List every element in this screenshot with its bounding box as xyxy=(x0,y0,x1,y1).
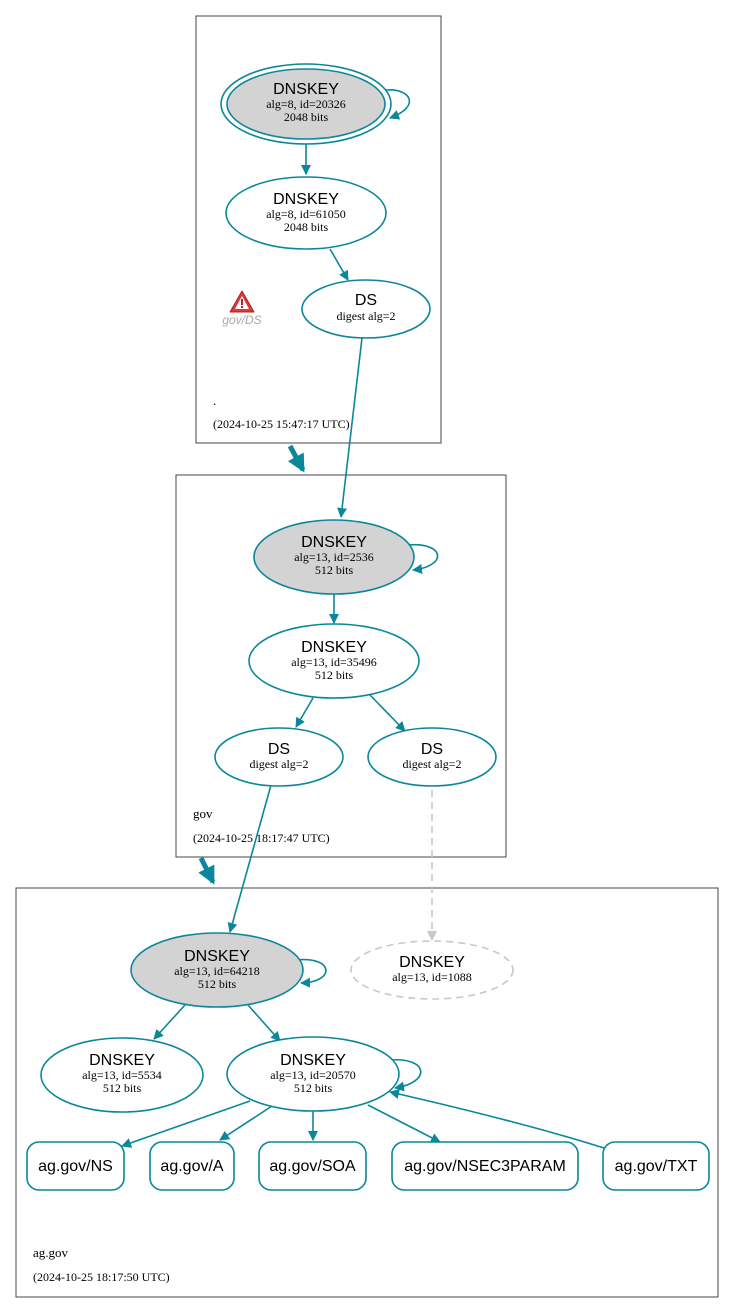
rrset-txt-label: ag.gov/TXT xyxy=(615,1158,698,1175)
gov-ds-a-line1: digest alg=2 xyxy=(249,757,308,771)
root-zsk-node[interactable]: DNSKEY alg=8, id=61050 2048 bits xyxy=(225,176,387,250)
edges xyxy=(121,89,605,1149)
gov-ksk-line2: 512 bits xyxy=(315,563,354,577)
gov-ds-b-title: DS xyxy=(421,741,443,758)
root-warning[interactable]: gov/DS xyxy=(222,290,262,327)
rrset-ns[interactable]: ag.gov/NS xyxy=(26,1141,125,1191)
rrset-a[interactable]: ag.gov/A xyxy=(149,1141,235,1191)
ag-zsk-line2: 512 bits xyxy=(294,1081,333,1095)
zone-gov-name: gov xyxy=(193,806,213,821)
rrset-nsec3param-label: ag.gov/NSEC3PARAM xyxy=(404,1158,566,1175)
gov-ds-node-a[interactable]: DS digest alg=2 xyxy=(214,727,344,787)
rrset-ns-label: ag.gov/NS xyxy=(38,1158,113,1175)
rrset-a-label: ag.gov/A xyxy=(160,1158,223,1175)
ag-key-5534-node[interactable]: DNSKEY alg=13, id=5534 512 bits xyxy=(40,1037,204,1113)
zone-gov: gov (2024-10-25 18:17:47 UTC) xyxy=(175,474,507,858)
edge-gov-ds-a-ag-ksk xyxy=(227,784,272,933)
ag-ksk-line2: 512 bits xyxy=(198,977,237,991)
warning-icon xyxy=(229,290,255,313)
gov-ds-b-line1: digest alg=2 xyxy=(402,757,461,771)
ag-missing-line1: alg=13, id=1088 xyxy=(392,970,472,984)
ag-missing-key-node[interactable]: DNSKEY alg=13, id=1088 xyxy=(350,940,514,1000)
gov-zsk-title: DNSKEY xyxy=(301,639,367,656)
ag-ksk-node[interactable]: DNSKEY alg=13, id=64218 512 bits xyxy=(130,932,304,1008)
root-ksk-line1: alg=8, id=20326 xyxy=(266,97,346,111)
delegation-arrow-gov-ag xyxy=(198,856,216,885)
root-warning-label: gov/DS xyxy=(222,313,261,327)
edge-ag-ksk-zsk xyxy=(247,1004,281,1042)
zone-ag-gov-border xyxy=(15,887,719,1298)
zone-ag-gov: ag.gov (2024-10-25 18:17:50 UTC) xyxy=(15,887,719,1298)
rrset-soa-label: ag.gov/SOA xyxy=(269,1158,356,1175)
root-ds-line1: digest alg=2 xyxy=(336,309,395,323)
ag-missing-title: DNSKEY xyxy=(399,954,465,971)
gov-ksk-line1: alg=13, id=2536 xyxy=(294,550,374,564)
ag-zsk-node[interactable]: DNSKEY alg=13, id=20570 512 bits xyxy=(226,1036,400,1112)
zone-ag-gov-timestamp: (2024-10-25 18:17:50 UTC) xyxy=(33,1270,170,1284)
gov-ds-node-b[interactable]: DS digest alg=2 xyxy=(367,727,497,787)
zone-gov-border xyxy=(175,474,507,858)
zone-ag-gov-name: ag.gov xyxy=(33,1245,69,1260)
root-ksk-node[interactable]: DNSKEY alg=8, id=20326 2048 bits xyxy=(220,63,392,145)
zone-root: . (2024-10-25 15:47:17 UTC) xyxy=(195,15,442,444)
edge-gov-zsk-ds-a xyxy=(295,697,314,728)
edge-gov-ksk-self xyxy=(407,544,439,574)
edge-ag-zsk-self xyxy=(389,1059,422,1092)
ag-ksk-title: DNSKEY xyxy=(184,948,250,965)
gov-zsk-node[interactable]: DNSKEY alg=13, id=35496 512 bits xyxy=(248,623,420,699)
ag-zsk-line1: alg=13, id=20570 xyxy=(270,1068,356,1082)
root-zsk-line1: alg=8, id=61050 xyxy=(266,207,346,221)
gov-ksk-node[interactable]: DNSKEY alg=13, id=2536 512 bits xyxy=(253,519,415,595)
root-ksk-line2: 2048 bits xyxy=(284,110,329,124)
root-ds-node[interactable]: DS digest alg=2 xyxy=(301,279,431,339)
root-ds-title: DS xyxy=(355,292,377,309)
edge-root-ds-gov-ksk xyxy=(337,337,363,518)
edge-ag-ksk-self xyxy=(295,958,327,988)
ag-zsk-title: DNSKEY xyxy=(280,1052,346,1069)
edge-ag-zsk-a xyxy=(219,1105,273,1141)
rrset-soa[interactable]: ag.gov/SOA xyxy=(258,1141,367,1191)
delegation-arrow-root-gov xyxy=(287,444,306,473)
ag-key-5534-title: DNSKEY xyxy=(89,1052,155,1069)
gov-zsk-line1: alg=13, id=35496 xyxy=(291,655,377,669)
zone-root-border xyxy=(195,15,442,444)
zone-gov-timestamp: (2024-10-25 18:17:47 UTC) xyxy=(193,831,330,845)
edge-ag-txt-zsk xyxy=(389,1089,605,1149)
rrset-txt[interactable]: ag.gov/TXT xyxy=(602,1141,710,1191)
edge-root-zsk-ds xyxy=(329,248,349,281)
ag-ksk-line1: alg=13, id=64218 xyxy=(174,964,260,978)
edge-gov-zsk-ds-b xyxy=(369,694,406,732)
edge-root-ksk-self xyxy=(385,89,411,120)
gov-zsk-line2: 512 bits xyxy=(315,668,354,682)
root-ksk-title: DNSKEY xyxy=(273,81,339,98)
edge-ag-zsk-ns xyxy=(121,1100,251,1148)
edge-ag-ksk-key-5534 xyxy=(153,1004,186,1040)
edge-ag-zsk-nsec3param xyxy=(367,1104,441,1143)
gov-ds-a-title: DS xyxy=(268,741,290,758)
zone-root-timestamp: (2024-10-25 15:47:17 UTC) xyxy=(213,417,350,431)
zone-root-name: . xyxy=(213,393,216,408)
ag-key-5534-line2: 512 bits xyxy=(103,1081,142,1095)
gov-ksk-title: DNSKEY xyxy=(301,534,367,551)
rrset-nsec3param[interactable]: ag.gov/NSEC3PARAM xyxy=(391,1141,579,1191)
ag-key-5534-line1: alg=13, id=5534 xyxy=(82,1068,162,1082)
root-zsk-title: DNSKEY xyxy=(273,191,339,208)
root-zsk-line2: 2048 bits xyxy=(284,220,329,234)
